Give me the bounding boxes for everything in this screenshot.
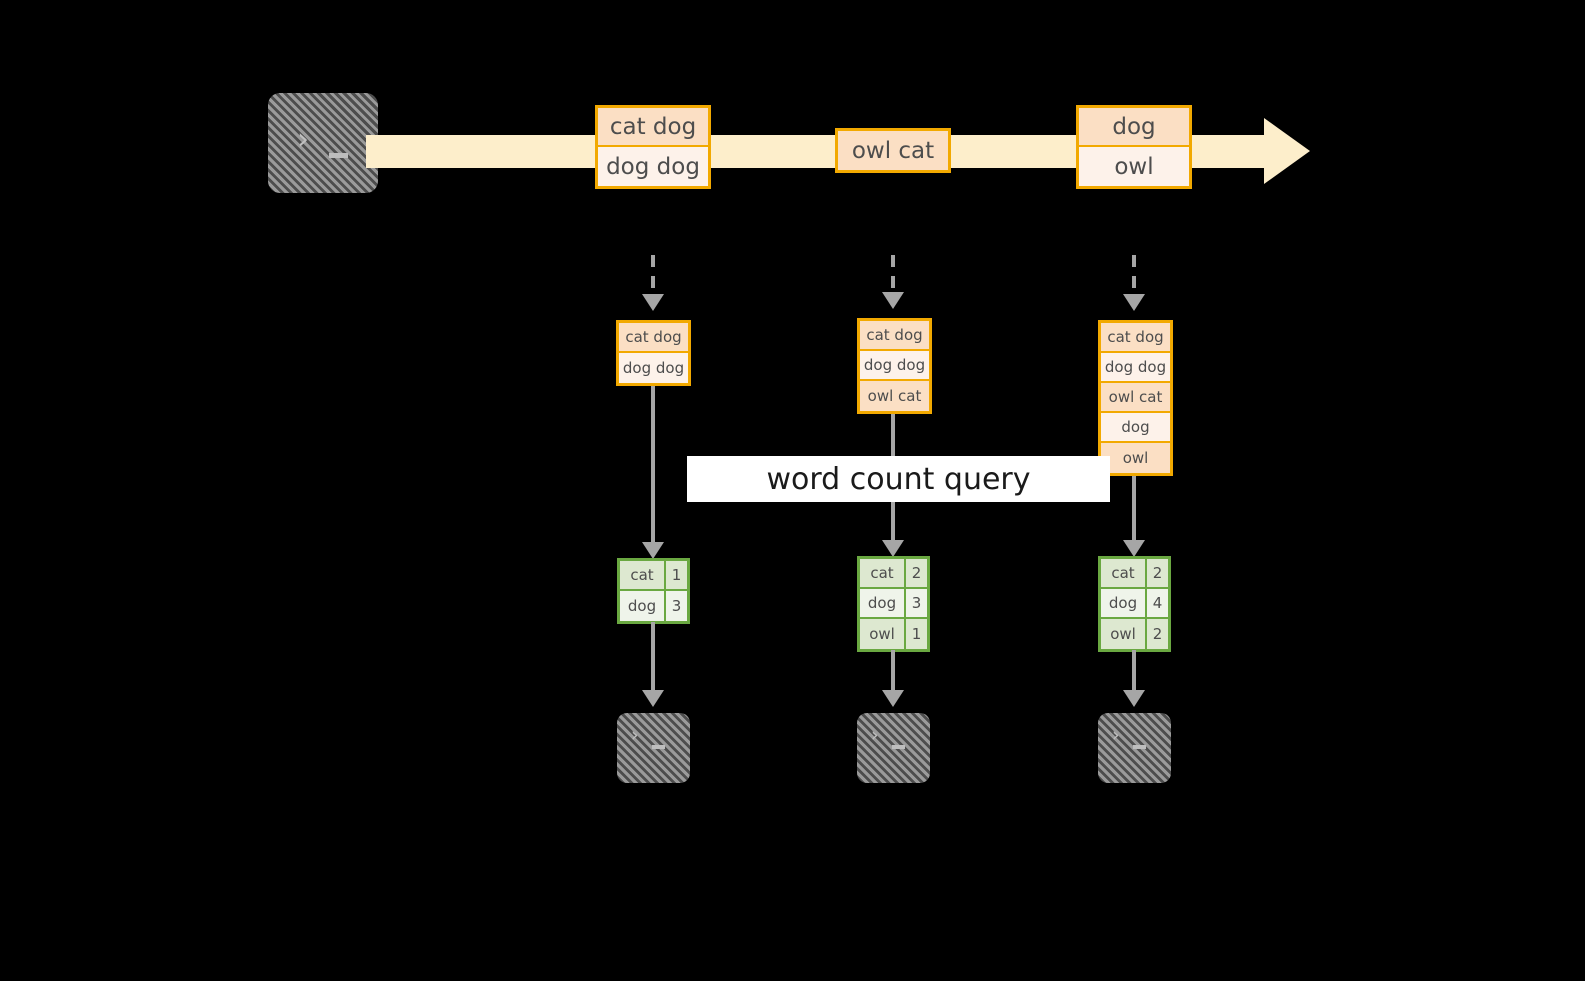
- table-row: cat 2: [1101, 559, 1168, 589]
- column-2-result-table: cat 2 dog 3 owl 1: [857, 556, 930, 652]
- result-count: 4: [1147, 589, 1168, 617]
- result-count: 3: [906, 589, 927, 617]
- stream-batch-2: owl cat: [835, 128, 951, 173]
- query-arrow-down-icon-2: [882, 540, 904, 557]
- result-word: cat: [1101, 559, 1147, 587]
- column-3-input-row: dog dog: [1101, 353, 1170, 383]
- column-3-input-row: dog: [1101, 413, 1170, 443]
- result-count: 2: [1147, 619, 1168, 649]
- column-2-input-row: cat dog: [860, 321, 929, 351]
- stream-batch-3-row: dog: [1079, 108, 1189, 147]
- result-word: dog: [620, 591, 666, 621]
- column-3-input-table: cat dog dog dog owl cat dog owl: [1098, 320, 1173, 476]
- result-word: cat: [860, 559, 906, 587]
- sink-arrow-down-icon-2: [882, 690, 904, 707]
- ingest-arrow-down-icon-2: [882, 292, 904, 309]
- column-3-input-row: owl: [1101, 443, 1170, 473]
- column-1-input-table: cat dog dog dog: [616, 320, 691, 386]
- sink-line-3: [1132, 650, 1136, 698]
- query-label: word count query: [687, 456, 1110, 502]
- result-count: 1: [666, 561, 687, 589]
- query-line-1: [651, 386, 655, 550]
- ingest-dashed-line-1: [651, 255, 655, 296]
- stream-batch-3: dog owl: [1076, 105, 1192, 189]
- table-row: cat 2: [860, 559, 927, 589]
- table-row: dog 3: [860, 589, 927, 619]
- column-1-result-table: cat 1 dog 3: [617, 558, 690, 624]
- stream-batch-1-row: cat dog: [598, 108, 708, 147]
- result-word: owl: [1101, 619, 1147, 649]
- column-1-input-row: dog dog: [619, 353, 688, 383]
- result-word: owl: [860, 619, 906, 649]
- terminal-underscore-glyph: [892, 745, 905, 749]
- query-line-3: [1132, 476, 1136, 546]
- ingest-arrow-down-icon-1: [642, 294, 664, 311]
- column-1-sink-terminal-icon: ›: [617, 713, 690, 783]
- table-row: owl 2: [1101, 619, 1168, 649]
- table-row: cat 1: [620, 561, 687, 591]
- result-word: dog: [1101, 589, 1147, 617]
- terminal-prompt-glyph: ›: [631, 724, 639, 746]
- column-2-input-row: dog dog: [860, 351, 929, 381]
- column-3-input-row: cat dog: [1101, 323, 1170, 353]
- column-1-input-row: cat dog: [619, 323, 688, 353]
- result-count: 2: [906, 559, 927, 587]
- column-2-input-row: owl cat: [860, 381, 929, 411]
- stream-arrow-head-icon: [1264, 118, 1310, 184]
- stream-batch-2-row: owl cat: [838, 131, 948, 170]
- source-terminal-icon: ›: [268, 93, 378, 193]
- column-2-input-table: cat dog dog dog owl cat: [857, 318, 932, 414]
- result-count: 3: [666, 591, 687, 621]
- column-3-sink-terminal-icon: ›: [1098, 713, 1171, 783]
- sink-line-2: [891, 650, 895, 698]
- table-row: dog 4: [1101, 589, 1168, 619]
- terminal-underscore-glyph: [1133, 745, 1146, 749]
- ingest-dashed-line-3: [1132, 255, 1136, 296]
- terminal-prompt-glyph: ›: [871, 724, 879, 746]
- result-count: 2: [1147, 559, 1168, 587]
- ingest-arrow-down-icon-3: [1123, 294, 1145, 311]
- query-arrow-down-icon-3: [1123, 540, 1145, 557]
- terminal-prompt-glyph: ›: [1112, 724, 1120, 746]
- stream-batch-1: cat dog dog dog: [595, 105, 711, 189]
- query-arrow-down-icon-1: [642, 542, 664, 559]
- ingest-dashed-line-2: [891, 255, 895, 296]
- table-row: dog 3: [620, 591, 687, 621]
- sink-line-1: [651, 622, 655, 696]
- result-word: cat: [620, 561, 666, 589]
- sink-arrow-down-icon-1: [642, 690, 664, 707]
- table-row: owl 1: [860, 619, 927, 649]
- result-count: 1: [906, 619, 927, 649]
- column-2-sink-terminal-icon: ›: [857, 713, 930, 783]
- result-word: dog: [860, 589, 906, 617]
- sink-arrow-down-icon-3: [1123, 690, 1145, 707]
- stream-batch-1-row: dog dog: [598, 147, 708, 186]
- stream-batch-3-row: owl: [1079, 147, 1189, 186]
- terminal-underscore-glyph: [652, 745, 665, 749]
- terminal-underscore-glyph: [329, 153, 348, 158]
- column-3-result-table: cat 2 dog 4 owl 2: [1098, 556, 1171, 652]
- terminal-prompt-glyph: ›: [297, 122, 309, 157]
- column-3-input-row: owl cat: [1101, 383, 1170, 413]
